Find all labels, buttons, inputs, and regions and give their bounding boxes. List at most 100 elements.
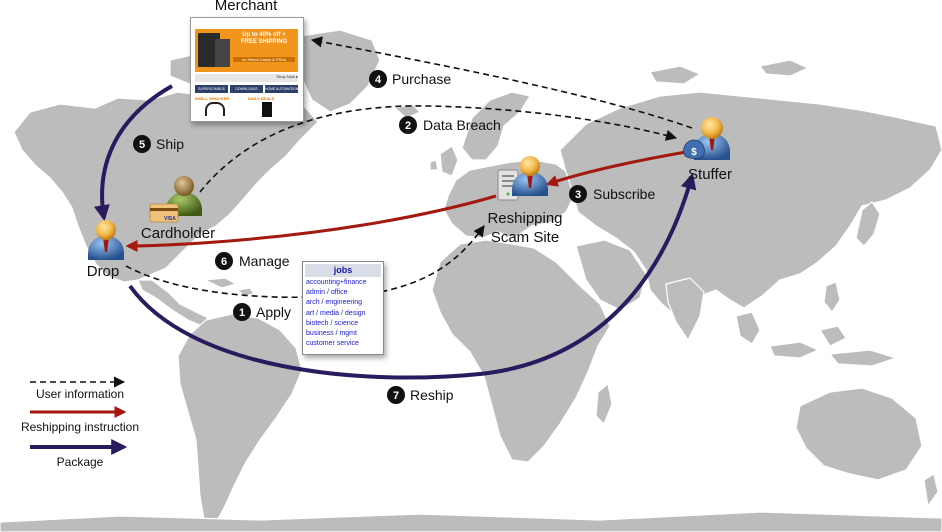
merchant-tab: DOWNLOADS: [230, 85, 263, 93]
greenland: [295, 29, 381, 113]
jobs-listing-panel: jobs accounting+finance admin / office a…: [302, 261, 384, 355]
purchase-arrow: [310, 36, 693, 129]
british-isles: [429, 145, 459, 177]
drop-icon: [88, 220, 124, 260]
jobs-item: biotech / science: [306, 319, 359, 327]
pc-case-icon: [215, 39, 230, 67]
deal-tag: SHELL SHOCKER: [195, 96, 230, 101]
jobs-title: jobs: [305, 264, 381, 277]
southeast-asia: [735, 311, 897, 367]
pc-case-icon: [262, 102, 272, 117]
step-label-subscribe: Subscribe: [593, 186, 655, 202]
promo-offer: Up to 40% off + FREE SHIPPING: [233, 32, 295, 46]
scam-site-icon: [497, 156, 548, 201]
apply-arrow: [125, 225, 485, 299]
australia: [795, 387, 923, 481]
jobs-item: admin / office: [306, 289, 348, 297]
step-label-apply: Apply: [256, 304, 291, 320]
step-badge: [215, 252, 233, 270]
merchant-deal-case: DAILY DEALS: [248, 96, 298, 118]
jobs-item: customer service: [306, 340, 359, 348]
scam-site-label-line1: Reshipping: [487, 210, 562, 227]
subscribe-arrow: [545, 150, 687, 187]
merchant-tabs: SUPERCOMBOS DOWNLOADS HOME AUTOMATION: [195, 85, 298, 93]
antarctica: [0, 511, 942, 532]
south-america: [177, 313, 303, 527]
step-7: 7 Reship: [387, 386, 454, 404]
step-number: 5: [139, 139, 145, 151]
madagascar: [595, 383, 613, 425]
merchant-label: Merchant: [215, 0, 278, 14]
step-badge: [399, 116, 417, 134]
step-badge: [569, 185, 587, 203]
africa: [431, 239, 611, 463]
step-number: 2: [405, 120, 411, 132]
promo-offer-sub: on Select Cases & PSUs: [233, 57, 295, 62]
step-number: 4: [375, 74, 382, 86]
jobs-item: accounting+finance: [306, 279, 367, 286]
drop-label: Drop: [87, 263, 120, 280]
philippines: [823, 281, 841, 313]
stuffer-icon: $: [683, 117, 730, 160]
step-number: 7: [393, 390, 399, 402]
central-america: [137, 279, 209, 327]
jobs-item: business / mgmt: [306, 330, 357, 338]
step-5: 5 Ship: [133, 135, 184, 153]
stuffer-label: Stuffer: [688, 166, 732, 183]
card-brand-text: VISA: [164, 216, 176, 222]
merchant-tab: HOME AUTOMATION: [265, 85, 298, 93]
manage-arrow: [125, 194, 497, 252]
step-badge: [133, 135, 151, 153]
promo-offer-line1: Up to 40% off +: [242, 32, 286, 38]
reship-arrow: [128, 172, 697, 380]
step-1: 1 Apply: [233, 303, 291, 321]
legend-reshipping-instruction-label: Reshipping instruction: [21, 420, 139, 434]
step-label-purchase: Purchase: [392, 71, 451, 87]
jobs-item: arch / engineering: [306, 299, 363, 307]
japan: [855, 201, 881, 247]
step-4: 4 Purchase: [369, 70, 451, 88]
step-badge: [369, 70, 387, 88]
step-2: 2 Data Breach: [399, 116, 501, 134]
merchant-tab: SUPERCOMBOS: [195, 85, 228, 93]
deal-tag: DAILY DEALS: [248, 96, 275, 101]
arabia: [575, 239, 647, 311]
shop-now-link: Shop Now ▸: [276, 74, 298, 79]
scam-site-label-line2: Scam Site: [491, 229, 559, 246]
step-label-ship: Ship: [156, 136, 184, 152]
merchant-shop-bar: Shop Now ▸: [195, 74, 298, 82]
step-6: 6 Manage: [215, 252, 290, 270]
step-label-reship: Reship: [410, 387, 454, 403]
legend-user-information-label: User information: [36, 387, 124, 401]
svg-text:$: $: [691, 147, 697, 158]
merchant-deal-headset: SHELL SHOCKER: [195, 96, 243, 118]
headset-icon: [205, 102, 225, 116]
step-number: 6: [221, 256, 227, 268]
new-zealand: [923, 473, 939, 507]
merchant-promo-banner: Up to 40% off + FREE SHIPPING on Select …: [195, 29, 298, 72]
india: [665, 277, 705, 341]
jobs-item: art / media / design: [306, 309, 366, 317]
merchant-site-topbar: [191, 18, 303, 28]
step-badge: [233, 303, 251, 321]
step-label-manage: Manage: [239, 253, 290, 269]
step-3: 3 Subscribe: [569, 185, 655, 203]
legend: User information Reshipping instruction …: [21, 376, 139, 469]
step-label-data-breach: Data Breach: [423, 117, 501, 133]
promo-offer-line2: FREE SHIPPING: [240, 39, 288, 45]
merchant-website-thumbnail: Up to 40% off + FREE SHIPPING on Select …: [190, 17, 304, 122]
step-badge: [387, 386, 405, 404]
step-number: 1: [239, 307, 245, 319]
cardholder-label: Cardholder: [141, 225, 215, 242]
cardholder-icon: VISA: [149, 176, 202, 223]
ship-arrow: [94, 84, 173, 222]
step-number: 3: [575, 189, 581, 201]
data-breach-arrow: [199, 105, 678, 193]
legend-package-label: Package: [57, 455, 104, 469]
money-bag-icon: $: [683, 139, 705, 159]
siberian-islands: [649, 59, 809, 85]
pc-case-icon: [198, 33, 220, 67]
caribbean: [204, 277, 255, 297]
